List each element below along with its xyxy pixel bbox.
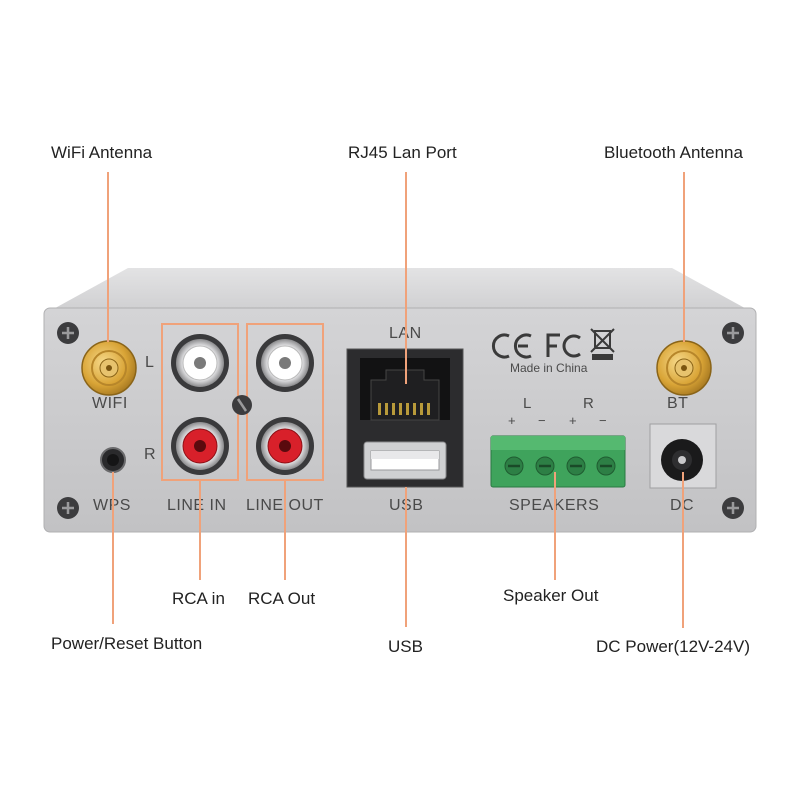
leader-line-speaker: [554, 472, 556, 580]
screw-icon: [722, 497, 744, 519]
wps-button: [100, 447, 126, 473]
callout-dc-power: DC Power(12V-24V): [596, 637, 751, 656]
ce-mark-icon: [491, 333, 532, 359]
rca-jack-line-in-right: [171, 417, 229, 475]
leader-line-rca-out: [284, 480, 286, 580]
weee-mark-icon: [590, 328, 615, 360]
speaker-plus-1: +: [508, 413, 516, 428]
screw-icon: [57, 497, 79, 519]
usb-port: [363, 441, 447, 480]
made-in-label: Made in China: [510, 361, 588, 375]
speaker-plus-2: +: [569, 413, 577, 428]
rca-left-label: L: [145, 354, 155, 371]
speaker-left-label: L: [523, 395, 532, 412]
leader-line-power: [112, 472, 114, 624]
line-in-label: LINE IN: [167, 497, 227, 514]
leader-line-rca-in: [199, 480, 201, 580]
callout-wifi-antenna: WiFi Antenna: [51, 143, 153, 162]
rca-jack-line-out-right: [256, 417, 314, 475]
speaker-minus-1: −: [538, 413, 546, 428]
dc-label: DC: [670, 497, 694, 515]
screw-icon: [232, 395, 252, 415]
speakers-label: SPEAKERS: [509, 497, 599, 515]
bt-label: BT: [667, 395, 689, 412]
fcc-mark-icon: [546, 333, 581, 358]
wps-label: WPS: [93, 497, 131, 515]
wifi-antenna-connector: [81, 340, 137, 396]
callout-bt-antenna: Bluetooth Antenna: [604, 143, 743, 162]
callout-rj45: RJ45 Lan Port: [348, 143, 457, 162]
callout-rca-in: RCA in: [172, 589, 225, 608]
rca-jack-line-out-left: [256, 334, 314, 392]
screw-icon: [722, 322, 744, 344]
wifi-label: WIFI: [92, 395, 128, 412]
bt-antenna-connector: [656, 340, 712, 396]
rca-jack-line-in-left: [171, 334, 229, 392]
callout-power-reset: Power/Reset Button: [51, 634, 203, 653]
leader-line-bt: [683, 172, 685, 342]
callout-usb: USB: [388, 637, 423, 656]
leader-line-usb: [405, 487, 407, 627]
leader-line-dc: [682, 472, 684, 628]
rca-right-label: R: [144, 446, 157, 463]
screw-icon: [57, 322, 79, 344]
speaker-terminal-block: [490, 435, 626, 488]
speaker-minus-2: −: [599, 413, 607, 428]
case-top: [48, 268, 752, 312]
callout-rca-out: RCA Out: [248, 589, 316, 608]
leader-line-lan: [405, 172, 407, 384]
callout-speaker-out: Speaker Out: [503, 586, 599, 605]
speaker-right-label: R: [583, 395, 594, 412]
leader-line-wifi: [107, 172, 109, 342]
